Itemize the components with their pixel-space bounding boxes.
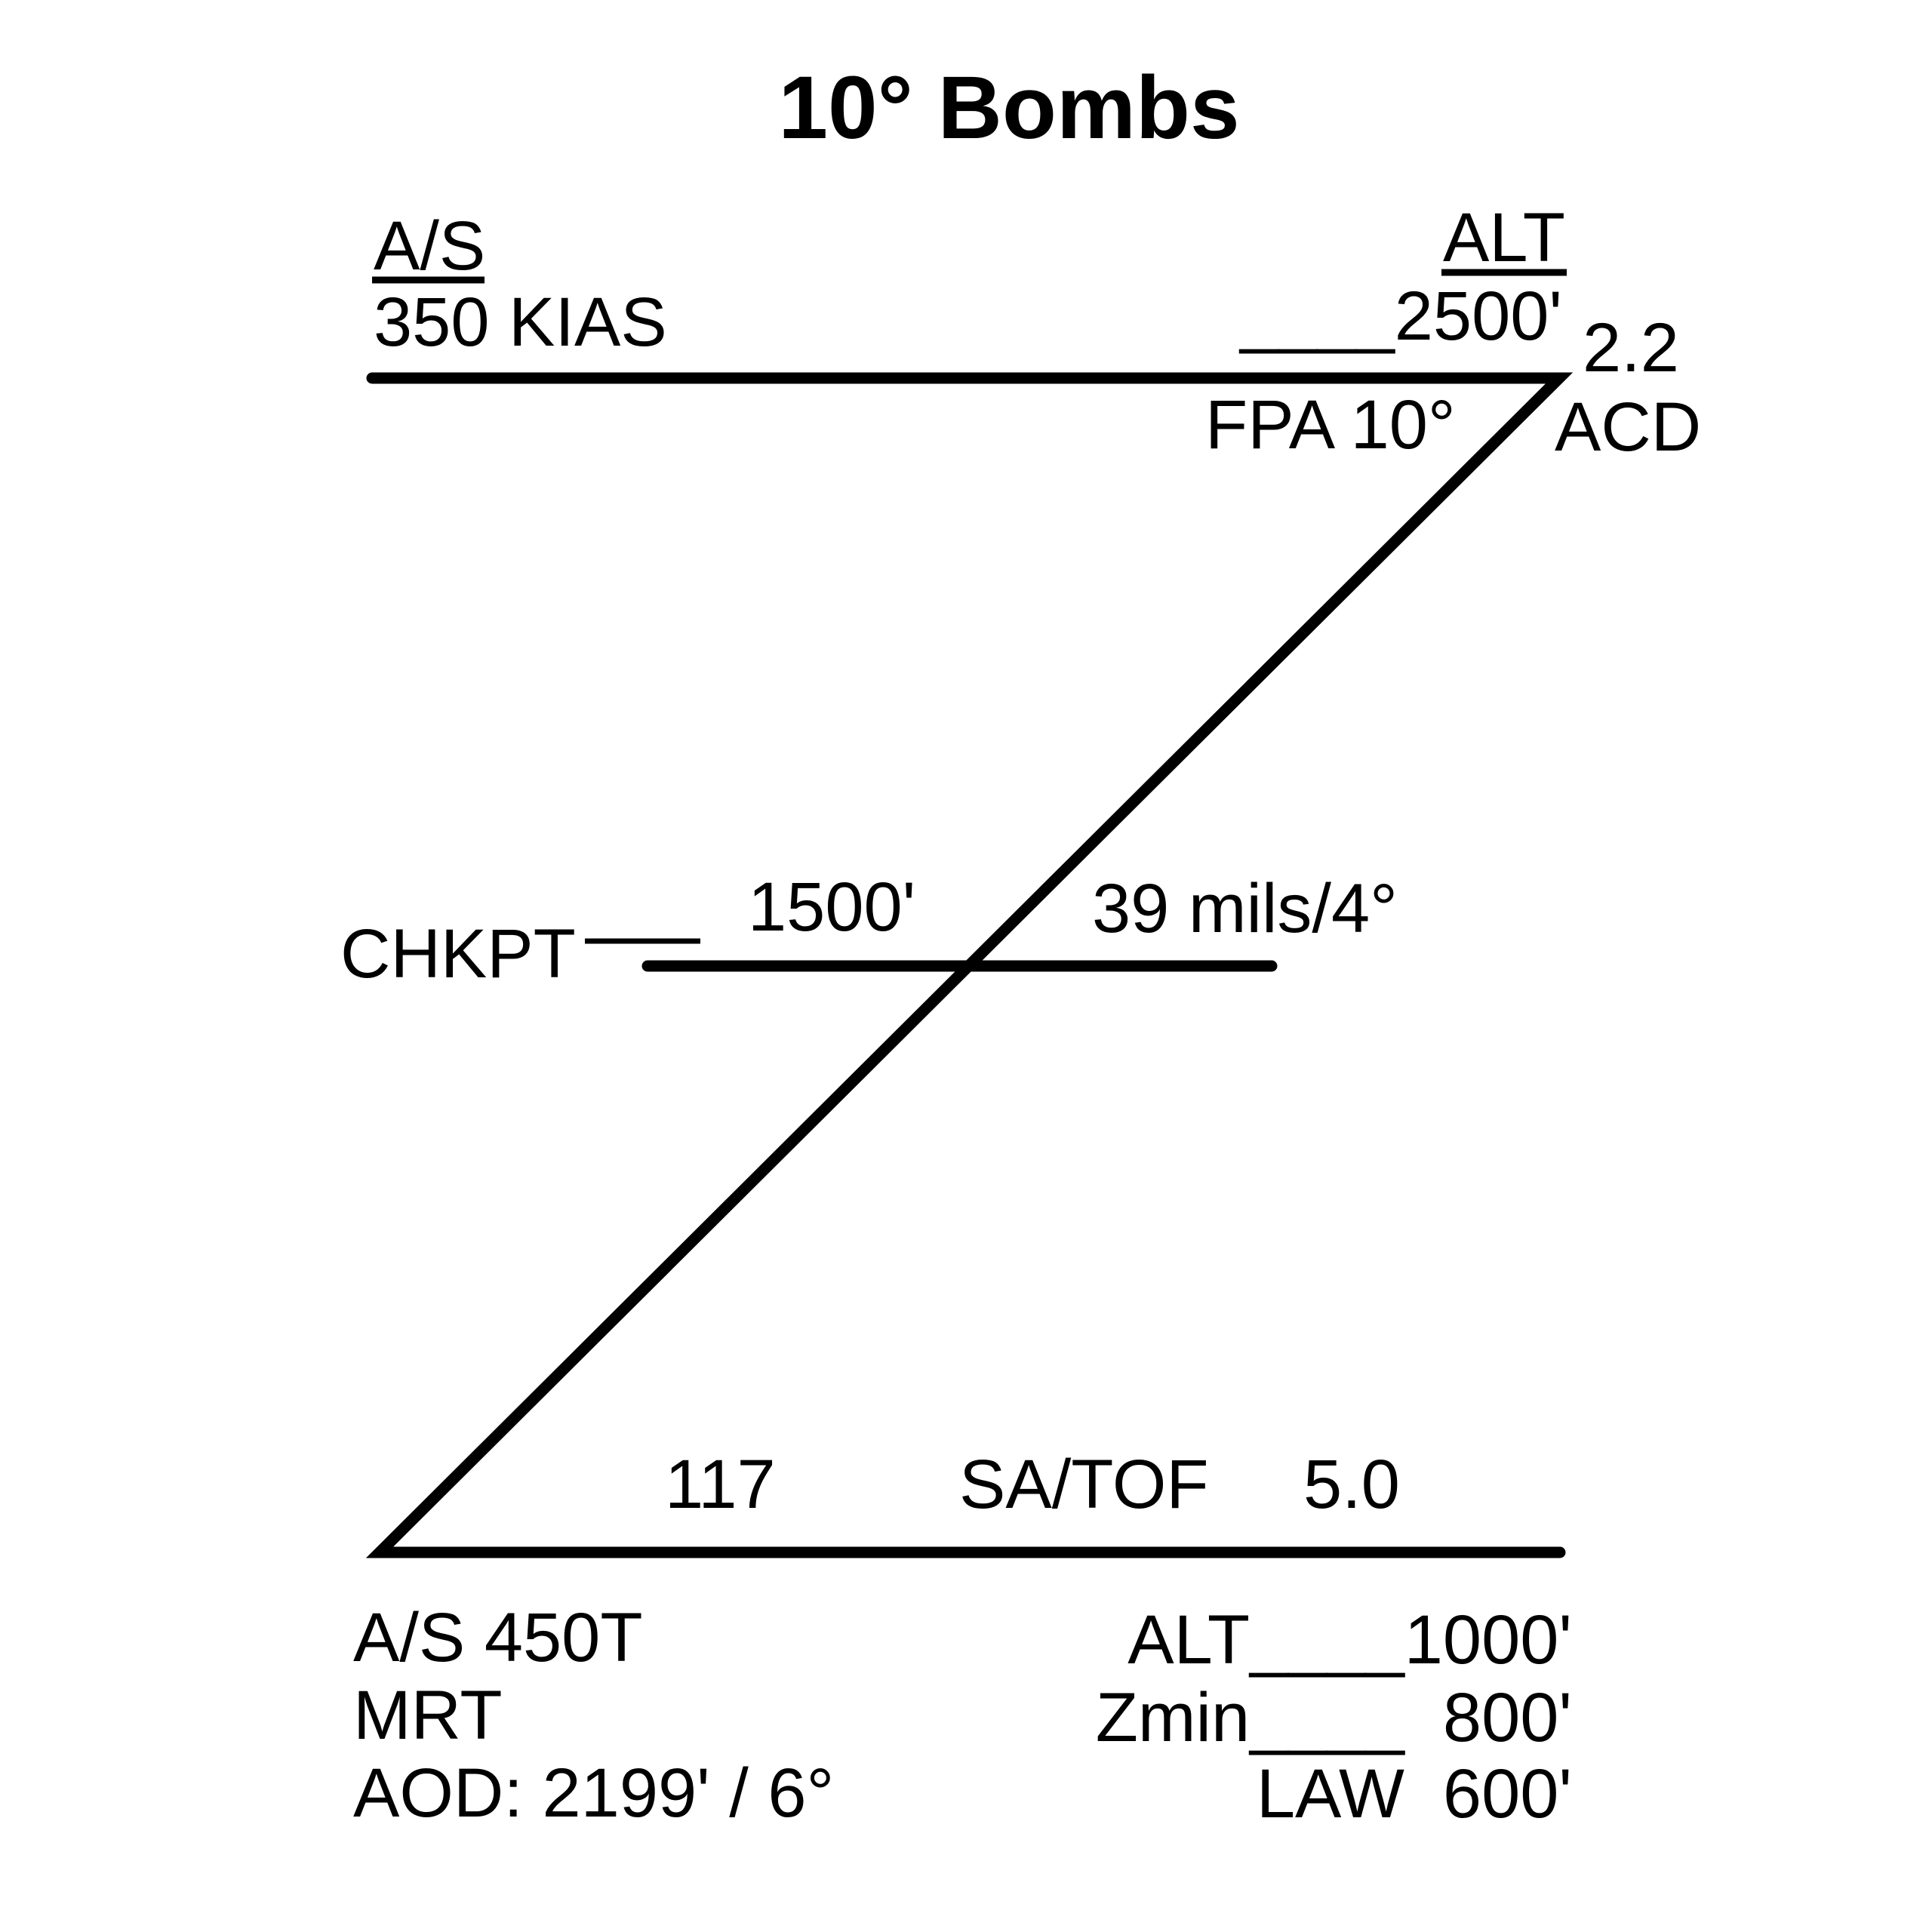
- altitude-label: ALT: [1443, 199, 1565, 276]
- release-time: 5.0: [1303, 1446, 1400, 1523]
- recovery-altitude: ALT____1000': [1128, 1601, 1572, 1678]
- dme-distance: 2.2: [1583, 309, 1679, 386]
- recovery-zmin: Zmin____ 800': [1096, 1679, 1572, 1756]
- altitude-value: ____2500': [1238, 278, 1562, 355]
- recovery-airspeed: A/S 450T: [353, 1599, 643, 1676]
- sight-depression: 39 mils/4°: [1092, 870, 1398, 947]
- airspeed-label: A/S: [374, 208, 485, 285]
- recovery-law: LAW 600': [1257, 1755, 1572, 1832]
- fpa-label: FPA 10°: [1205, 386, 1456, 463]
- airspeed-value: 350 KIAS: [374, 284, 667, 361]
- chkpt-altitude: 1500': [748, 869, 915, 946]
- diagram-title: 10° Bombs: [778, 58, 1239, 158]
- release-event-label: SA/TOF: [959, 1446, 1209, 1523]
- acd-point-label: ACD: [1555, 389, 1701, 466]
- release-heading: 117: [665, 1446, 776, 1523]
- recovery-aod: AOD: 2199' / 6°: [353, 1755, 834, 1832]
- recovery-throttle: MRT: [353, 1677, 503, 1754]
- chkpt-label: CHKPT: [340, 915, 576, 992]
